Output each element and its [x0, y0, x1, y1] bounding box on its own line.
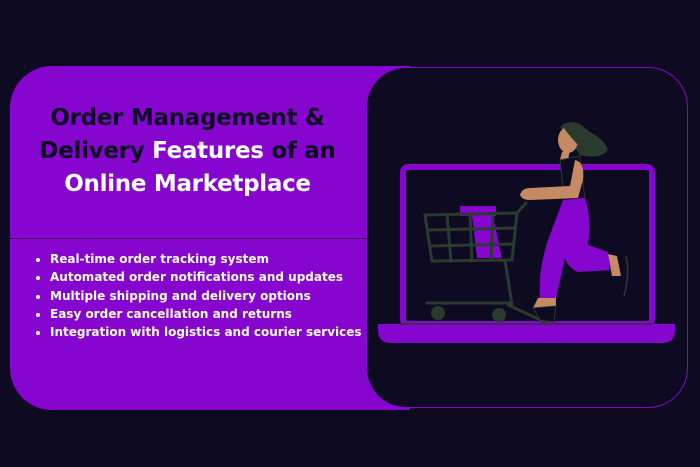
feature-item: Real-time order tracking system: [50, 250, 370, 268]
page-title: Order Management & Delivery Features of …: [10, 102, 365, 201]
feature-item: Automated order notifications and update…: [50, 268, 370, 286]
title-line-1: Order Management &: [50, 105, 325, 131]
feature-item: Multiple shipping and delivery options: [50, 287, 370, 305]
shopping-cart-icon: [423, 201, 547, 324]
woman-figure: [520, 122, 629, 323]
title-word-delivery: Delivery: [39, 138, 145, 164]
title-line-3: Online Marketplace: [64, 171, 311, 197]
feature-item: Integration with logistics and courier s…: [50, 323, 370, 341]
title-word-features: Features: [152, 138, 264, 164]
laptop-icon: [378, 164, 675, 343]
illustration-card: [366, 67, 688, 408]
shopping-bag-icon: [460, 206, 502, 258]
feature-item: Easy order cancellation and returns: [50, 305, 370, 323]
feature-list: Real-time order tracking system Automate…: [34, 250, 370, 341]
title-word-of-an: of an: [271, 138, 336, 164]
divider: [10, 238, 366, 239]
